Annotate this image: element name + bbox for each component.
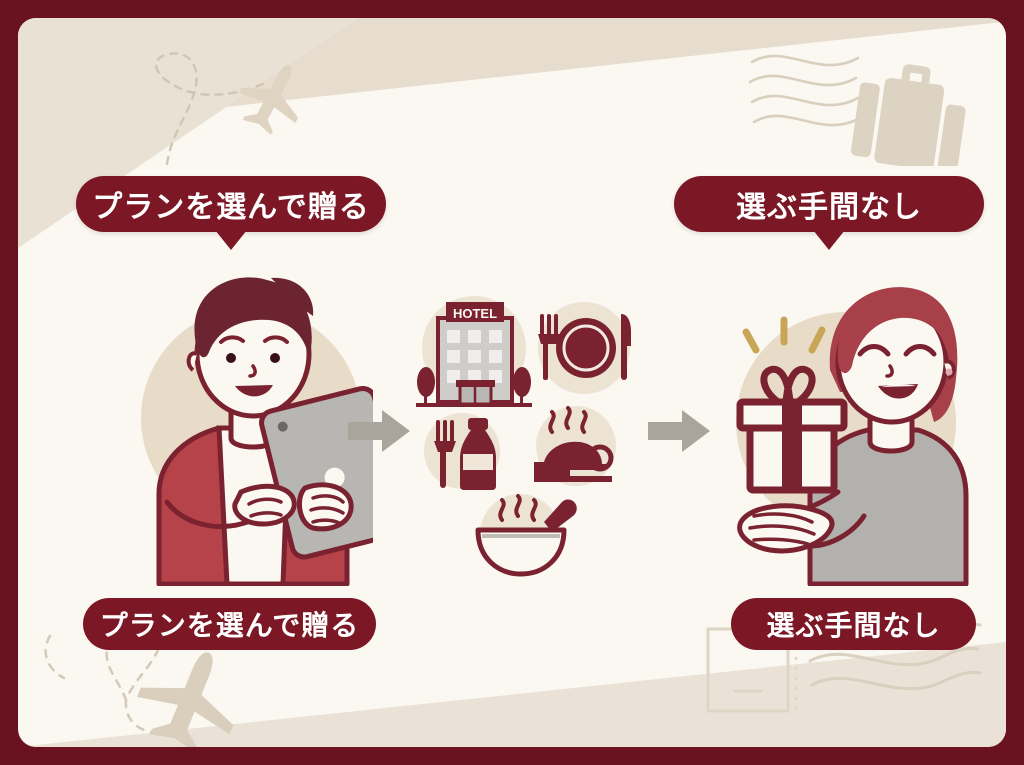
sparkle-icon xyxy=(742,316,826,354)
speech-bubble-right-tail xyxy=(813,230,845,250)
caption-label-left-text: プランを選んで贈る xyxy=(99,610,360,641)
hotel-icon: HOTEL xyxy=(416,302,532,407)
speech-bubble-left-text: プランを選んで贈る xyxy=(92,191,370,224)
caption-label-right-text: 選ぶ手間なし xyxy=(766,610,941,641)
fork-bottle-icon xyxy=(434,418,496,490)
speech-bubble-right: 選ぶ手間なし xyxy=(674,176,984,250)
speech-bubble-right-text: 選ぶ手間なし xyxy=(736,191,922,224)
man-holding-tablet-illustration xyxy=(141,277,373,586)
spa-massage-icon xyxy=(534,406,614,482)
poster-panel: プランを選んで贈る 選ぶ手間なし xyxy=(18,18,1006,747)
woman-receiving-gift-illustration xyxy=(736,287,969,586)
speech-bubble-left-tail xyxy=(215,230,247,250)
caption-label-right: 選ぶ手間なし xyxy=(731,598,976,650)
arrow-right-icon-1 xyxy=(348,410,410,452)
soup-bowl-icon xyxy=(475,494,577,577)
service-icon-cluster: HOTEL xyxy=(416,296,631,577)
gift-box-icon xyxy=(736,365,848,494)
arrow-right-icon-2 xyxy=(648,410,710,452)
plate-fork-knife-icon xyxy=(538,314,631,380)
hotel-sign-text: HOTEL xyxy=(453,306,497,321)
caption-label-left: プランを選んで贈る xyxy=(83,598,376,650)
speech-bubble-left: プランを選んで贈る xyxy=(76,176,386,250)
suitcase-postmark-icon xyxy=(748,54,966,166)
